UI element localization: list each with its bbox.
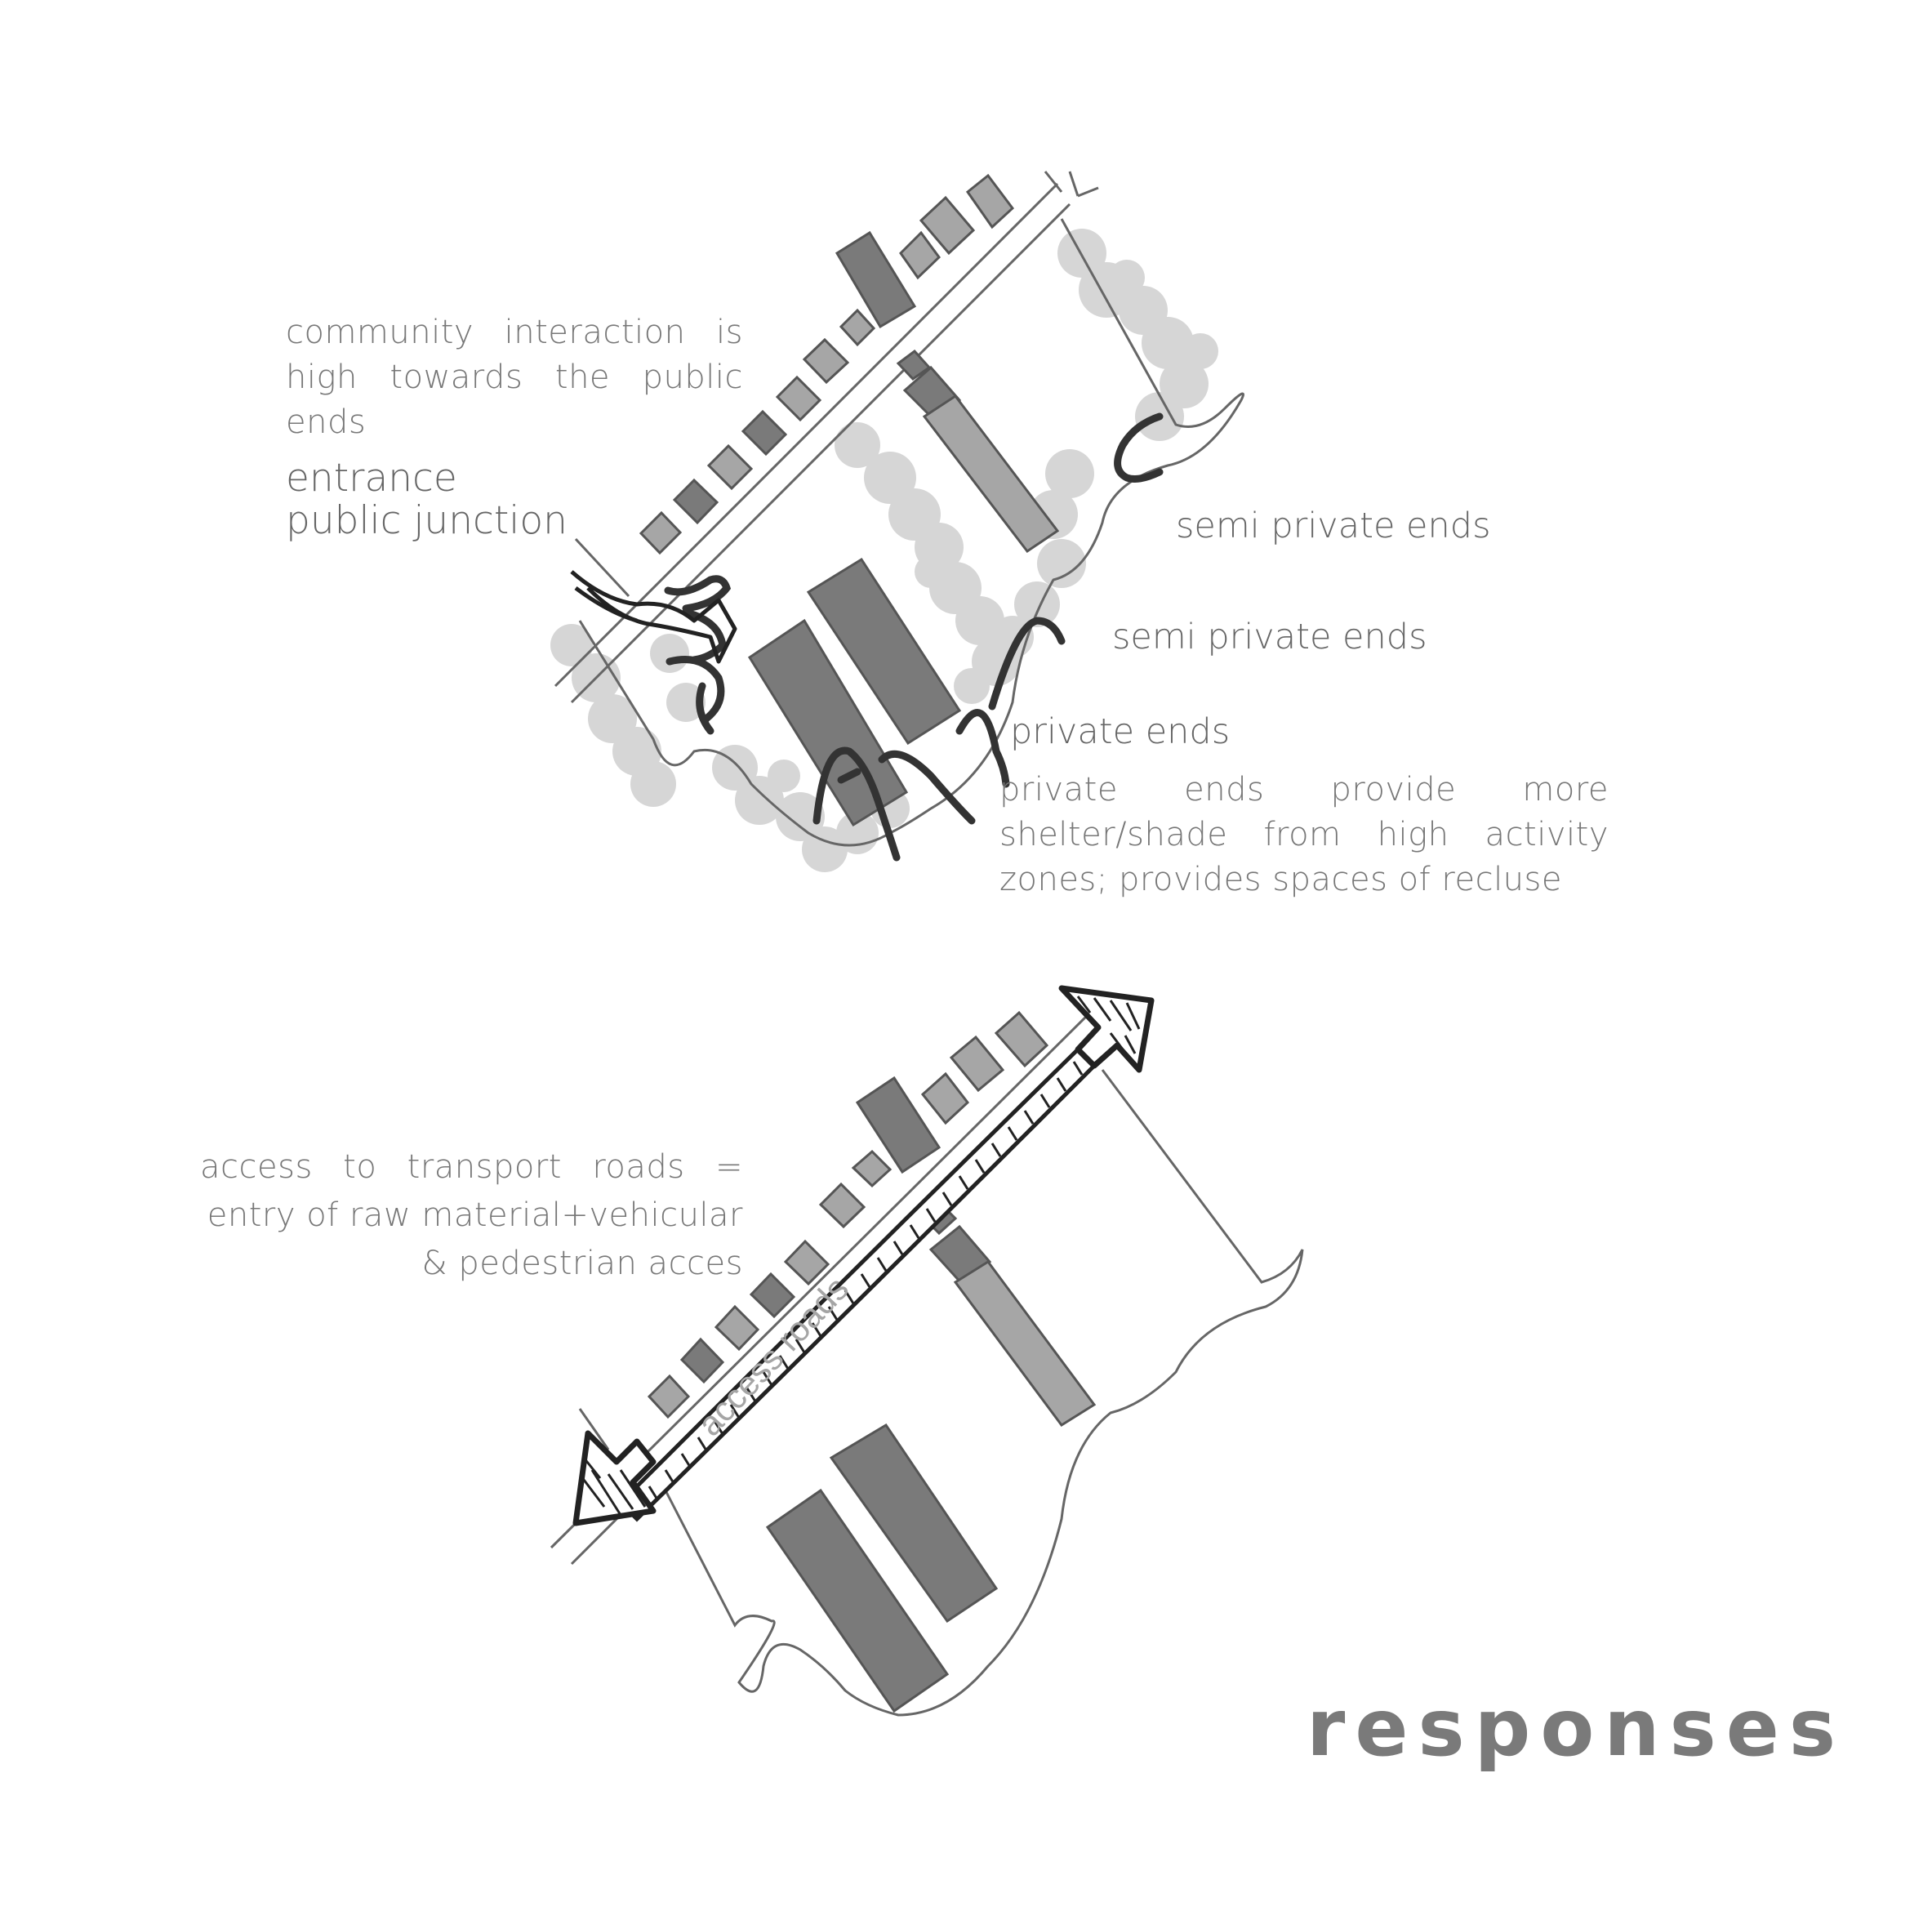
private-label: private ends [1010,711,1231,752]
interaction-arcs [664,412,1164,862]
private-ends-note-text: private ends provide more shelter/shade … [999,771,1609,898]
tree-canopy [550,229,1218,872]
entrance-arrow [570,570,737,664]
access-note-line-1: access to transport roads = [200,1148,743,1186]
community-interaction-text: community interaction is high towards th… [286,314,743,441]
top-site-boundary [578,218,1244,847]
access-note: access to transport roads = entry of raw… [200,1143,743,1288]
diagram-title: responses [1307,1682,1845,1774]
bottom-site-buildings [765,1200,1097,1713]
bottom-roadside-buildings [647,1010,1049,1419]
entrance-label-line-1: entrance [286,456,457,501]
access-note-line-3: & pedestrian acces [421,1245,743,1282]
semi-private-label-1: semi private ends [1176,506,1491,546]
access-note-line-2: entry of raw material+vehicular [207,1196,743,1234]
community-interaction-note: community interaction is high towards th… [286,310,743,445]
semi-private-label-2: semi private ends [1112,617,1427,657]
private-ends-note: private ends provide more shelter/shade … [999,768,1609,902]
top-roadside-buildings [639,173,1015,555]
bottom-site-boundary [664,1069,1304,1717]
entrance-label-line-2: public junction [286,498,568,543]
access-double-arrow [572,985,1155,1526]
entrance-label: entrance public junction [286,457,612,542]
